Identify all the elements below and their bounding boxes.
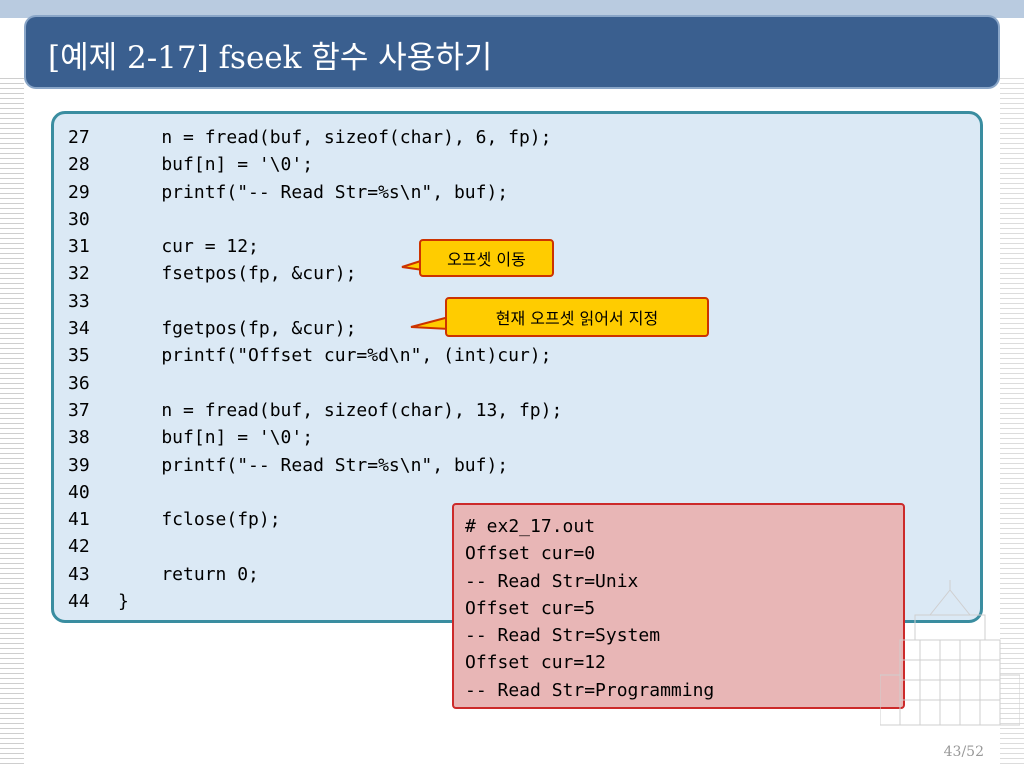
code-text: fgetpos(fp, &cur); — [118, 318, 357, 340]
line-number: 42 — [68, 536, 90, 558]
left-decoration — [0, 78, 24, 768]
code-text: printf("-- Read Str=%s\n", buf); — [118, 454, 509, 476]
line-number: 38 — [68, 427, 90, 449]
line-number: 28 — [68, 154, 90, 176]
line-number: 35 — [68, 345, 90, 367]
right-decoration — [1000, 78, 1024, 768]
line-number: 43 — [68, 563, 90, 585]
code-line: 37 n = fread(buf, sizeof(char), 13, fp); — [68, 397, 562, 424]
callout-tail-read-offset — [410, 315, 450, 331]
line-number: 34 — [68, 318, 90, 340]
callout-read-current-offset: 현재 오프셋 읽어서 지정 — [445, 297, 709, 337]
code-line: 36 — [68, 370, 562, 397]
line-number: 30 — [68, 208, 90, 230]
line-number: 31 — [68, 236, 90, 258]
code-line: 42 — [68, 533, 562, 560]
code-text: buf[n] = '\0'; — [118, 427, 314, 449]
code-text: return 0; — [118, 563, 259, 585]
code-line: 33 — [68, 288, 562, 315]
code-text: cur = 12; — [118, 236, 259, 258]
code-listing: 27 n = fread(buf, sizeof(char), 6, fp);2… — [68, 124, 562, 615]
line-number: 37 — [68, 399, 90, 421]
code-line: 39 printf("-- Read Str=%s\n", buf); — [68, 452, 562, 479]
output-line: Offset cur=0 — [465, 543, 596, 565]
code-text: printf("-- Read Str=%s\n", buf); — [118, 181, 509, 203]
code-text: fsetpos(fp, &cur); — [118, 263, 357, 285]
callout-offset-move: 오프셋 이동 — [419, 239, 554, 277]
code-line: 27 n = fread(buf, sizeof(char), 6, fp); — [68, 124, 562, 151]
code-text: } — [118, 591, 129, 613]
code-line: 32 fsetpos(fp, &cur); — [68, 260, 562, 287]
code-line: 38 buf[n] = '\0'; — [68, 424, 562, 451]
output-line: # ex2_17.out — [465, 516, 596, 537]
code-text: buf[n] = '\0'; — [118, 154, 314, 176]
output-line: Offset cur=5 — [465, 597, 596, 619]
code-line: 44} — [68, 588, 562, 615]
line-number: 39 — [68, 454, 90, 476]
code-line: 40 — [68, 479, 562, 506]
line-number: 29 — [68, 181, 90, 203]
line-number: 33 — [68, 290, 90, 312]
code-line: 31 cur = 12; — [68, 233, 562, 260]
code-text: n = fread(buf, sizeof(char), 13, fp); — [118, 399, 563, 421]
code-line: 29 printf("-- Read Str=%s\n", buf); — [68, 179, 562, 206]
output-line: -- Read Str=Programming — [465, 679, 715, 701]
code-line: 34 fgetpos(fp, &cur); — [68, 315, 562, 342]
output-line: -- Read Str=System — [465, 625, 661, 647]
slide-title: [예제 2-17] fseek 함수 사용하기 — [48, 40, 493, 76]
line-number: 32 — [68, 263, 90, 285]
code-text: fclose(fp); — [118, 509, 281, 531]
code-line: 28 buf[n] = '\0'; — [68, 151, 562, 178]
code-line: 30 — [68, 206, 562, 233]
line-number: 40 — [68, 481, 90, 503]
code-text: n = fread(buf, sizeof(char), 6, fp); — [118, 127, 552, 148]
title-bar: [예제 2-17] fseek 함수 사용하기 — [26, 17, 998, 87]
output-line: -- Read Str=Unix — [465, 570, 639, 592]
line-number: 44 — [68, 591, 90, 613]
page-number: 43/52 — [943, 744, 984, 760]
top-band — [0, 0, 1024, 18]
line-number: 27 — [68, 127, 90, 148]
line-number: 41 — [68, 509, 90, 531]
line-number: 36 — [68, 372, 90, 394]
code-line: 41 fclose(fp); — [68, 506, 562, 533]
building-sketch-icon — [880, 580, 1020, 726]
code-text: printf("Offset cur=%d\n", (int)cur); — [118, 345, 552, 367]
code-line: 35 printf("Offset cur=%d\n", (int)cur); — [68, 342, 562, 369]
output-line: Offset cur=12 — [465, 652, 606, 674]
code-line: 43 return 0; — [68, 561, 562, 588]
